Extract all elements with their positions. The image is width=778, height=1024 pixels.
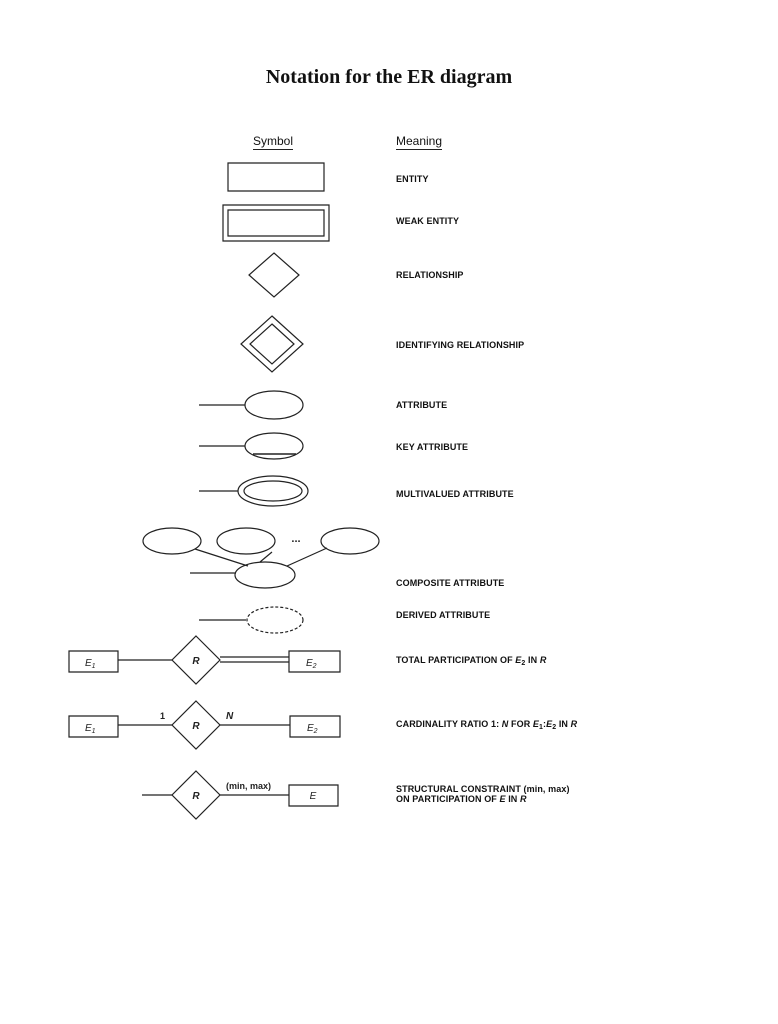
meaning-multivalued-attribute: MULTIVALUED ATTRIBUTE <box>396 489 514 499</box>
symbol-column-header: Symbol <box>253 134 294 150</box>
cardinality-n-label: N <box>226 711 234 722</box>
structural-constraint-symbol <box>142 771 338 819</box>
meaning-derived-attribute: DERIVED ATTRIBUTE <box>396 610 491 620</box>
relationship-r-diamond <box>172 701 220 749</box>
cardinality-ratio-symbol <box>69 701 340 749</box>
entity-e2-box <box>290 716 340 737</box>
page-title: Notation for the ER diagram <box>265 66 513 88</box>
weak-entity-double-rectangle <box>223 205 329 241</box>
key-attribute-ellipse <box>199 433 303 459</box>
cardinality-one-label: 1 <box>160 711 165 721</box>
meaning-entity: ENTITY <box>396 174 429 184</box>
meaning-weak-entity: WEAK ENTITY <box>396 216 460 226</box>
meaning-column-header: Meaning <box>396 134 443 150</box>
entity-e-box <box>289 785 338 806</box>
total-participation-e2-label: E2 <box>306 658 317 670</box>
entity-e1-box <box>69 716 118 737</box>
relationship-diamond <box>249 253 299 297</box>
total-participation-symbol <box>69 636 340 684</box>
total-participation-r-label: R <box>192 656 200 667</box>
meaning-total-participation: TOTAL PARTICIPATION OF E2 IN R <box>396 655 547 667</box>
entity-rectangle <box>228 163 324 191</box>
attribute-ellipse <box>199 391 303 419</box>
meaning-cardinality-ratio: CARDINALITY RATIO 1: N FOR E1:E2 IN R <box>396 719 578 731</box>
meaning-key-attribute: KEY ATTRIBUTE <box>396 442 469 452</box>
structural-min-max-label: (min, max) <box>226 781 271 791</box>
composite-attribute-tree <box>143 528 379 588</box>
structural-r-label: R <box>192 791 200 802</box>
relationship-r-diamond <box>172 771 220 819</box>
entity-e1-box <box>69 651 118 672</box>
cardinality-e2-label: E2 <box>307 723 318 735</box>
structural-e-label: E <box>310 791 317 802</box>
meaning-identifying-relationship: IDENTIFYING RELATIONSHIP <box>396 340 525 350</box>
entity-e2-box <box>289 651 340 672</box>
cardinality-e1-label: E1 <box>85 723 96 735</box>
total-participation-e1-label: E1 <box>85 658 96 670</box>
meaning-composite-attribute: COMPOSITE ATTRIBUTE <box>396 578 505 588</box>
derived-attribute-dashed-ellipse <box>199 607 303 633</box>
relationship-r-diamond <box>172 636 220 684</box>
cardinality-r-label: R <box>192 721 200 732</box>
multivalued-attribute-double-ellipse <box>199 476 308 506</box>
ellipsis-label: ... <box>291 533 300 545</box>
meaning-attribute: ATTRIBUTE <box>396 400 448 410</box>
meaning-structural-constraint: STRUCTURAL CONSTRAINT (min, max) ON PART… <box>396 784 570 804</box>
meaning-relationship: RELATIONSHIP <box>396 270 464 280</box>
identifying-relationship-double-diamond <box>241 316 303 372</box>
